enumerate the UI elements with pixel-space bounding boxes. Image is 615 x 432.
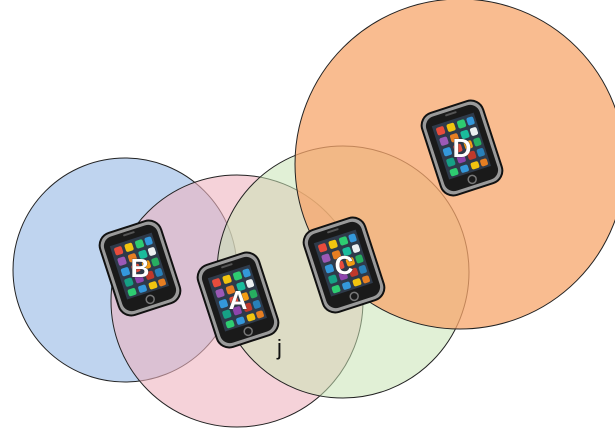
node-label-d: D bbox=[453, 133, 472, 163]
edge-label-j: j bbox=[276, 335, 282, 360]
node-label-a: A bbox=[229, 285, 248, 315]
node-label-c: C bbox=[335, 250, 354, 280]
node-label-b: B bbox=[131, 253, 150, 283]
